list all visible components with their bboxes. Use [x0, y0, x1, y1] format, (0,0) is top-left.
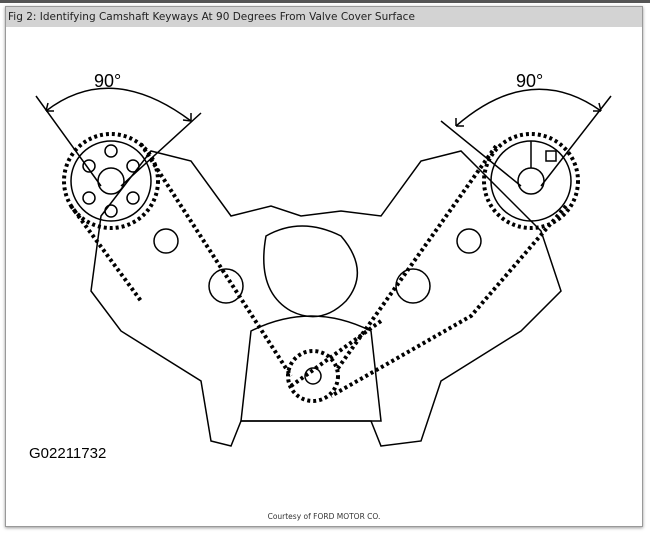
left-cam-bearing	[153, 228, 179, 254]
right-angle-label: 90°	[516, 71, 543, 91]
engine-timing-diagram: 90° 90°	[35, 71, 612, 447]
left-cam-sprocket	[62, 132, 160, 230]
left-timing-chain	[69, 142, 383, 388]
right-bore	[395, 268, 431, 304]
right-timing-chain	[330, 144, 568, 398]
left-bore	[208, 268, 244, 304]
engine-block	[90, 150, 562, 447]
front-cover	[240, 315, 382, 422]
figure-title: Fig 2: Identifying Camshaft Keyways At 9…	[6, 7, 642, 27]
right-cam-sprocket	[482, 132, 580, 230]
top-edge	[0, 0, 650, 3]
block-center-cavity	[263, 225, 359, 318]
left-90-degree-indicator	[35, 87, 202, 187]
right-cam-bearing	[456, 228, 482, 254]
figure-window: Fig 2: Identifying Camshaft Keyways At 9…	[5, 6, 643, 527]
right-90-degree-indicator	[440, 88, 612, 187]
credit-line: Courtesy of FORD MOTOR CO.	[267, 512, 381, 521]
crank-sprocket	[286, 349, 340, 403]
figure-code: G02211732	[29, 445, 107, 462]
left-angle-label: 90°	[94, 71, 121, 91]
